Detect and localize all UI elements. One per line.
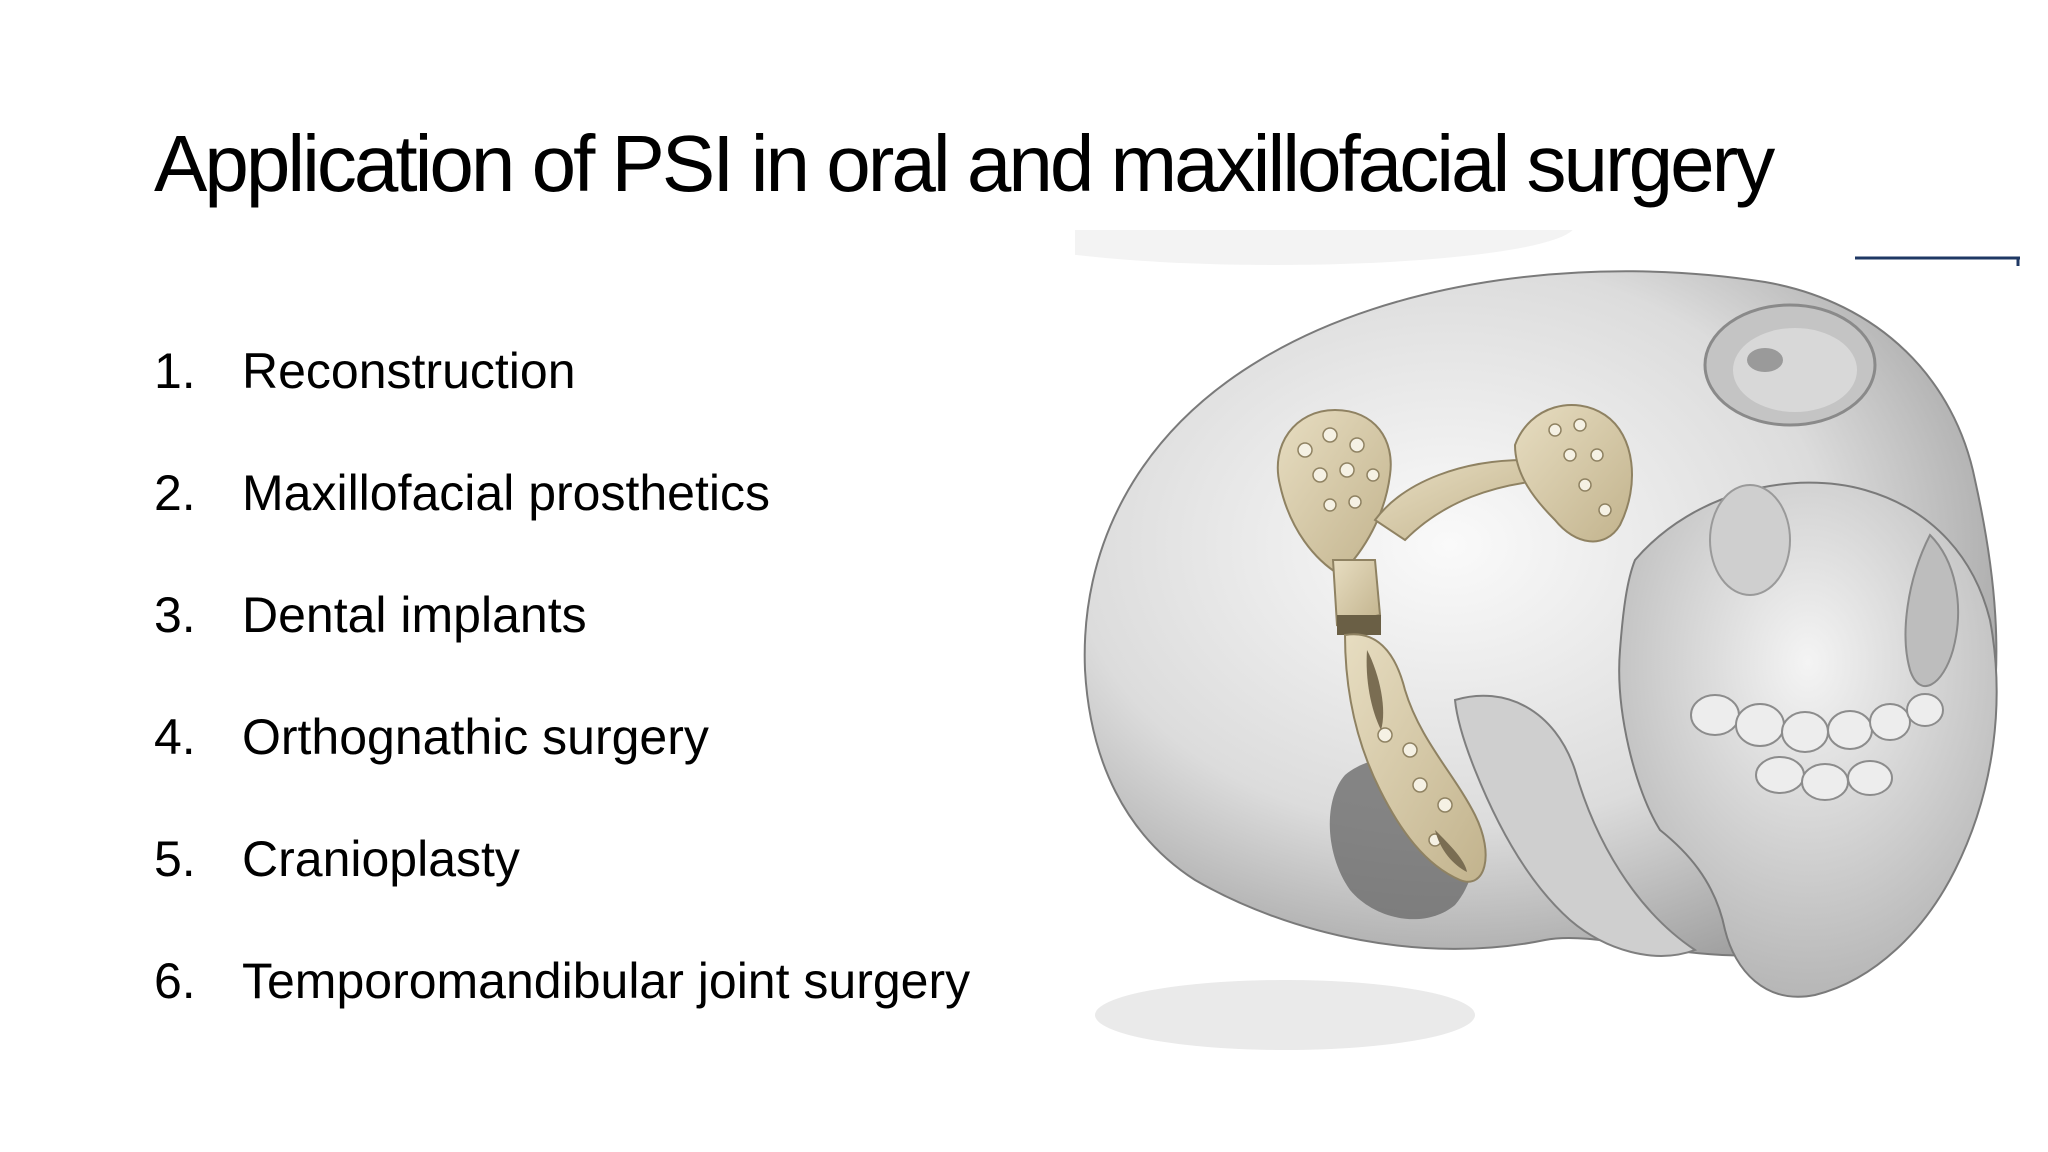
list-item-number: 5. [154, 831, 196, 887]
list-item: 5. Cranioplasty [154, 818, 970, 940]
list-item: 1. Reconstruction [154, 330, 970, 452]
list-item: 2. Maxillofacial prosthetics [154, 452, 970, 574]
list-item: 3. Dental implants [154, 574, 970, 696]
list-item-number: 2. [154, 465, 196, 521]
list-item-text: Dental implants [242, 587, 587, 643]
list-item: 6. Temporomandibular joint surgery [154, 940, 970, 1062]
list-item-text: Orthognathic surgery [242, 709, 709, 765]
list-item-number: 4. [154, 709, 196, 765]
skull-with-tmj-implant-icon [1075, 230, 2048, 1060]
list-item-text: Temporomandibular joint surgery [242, 953, 971, 1009]
list-item: 4. Orthognathic surgery [154, 696, 970, 818]
application-list: 1. Reconstruction 2. Maxillofacial prosthe… [154, 330, 970, 1062]
list-item-text: Maxillofacial prosthetics [242, 465, 770, 521]
list-item-number: 6. [154, 953, 196, 1009]
list-item-number: 1. [154, 343, 196, 399]
slide-title: Application of PSI in oral and maxillofa… [154, 119, 1775, 208]
list-item-number: 3. [154, 587, 196, 643]
list-item-text: Cranioplasty [242, 831, 520, 887]
list-item-text: Reconstruction [242, 343, 576, 399]
